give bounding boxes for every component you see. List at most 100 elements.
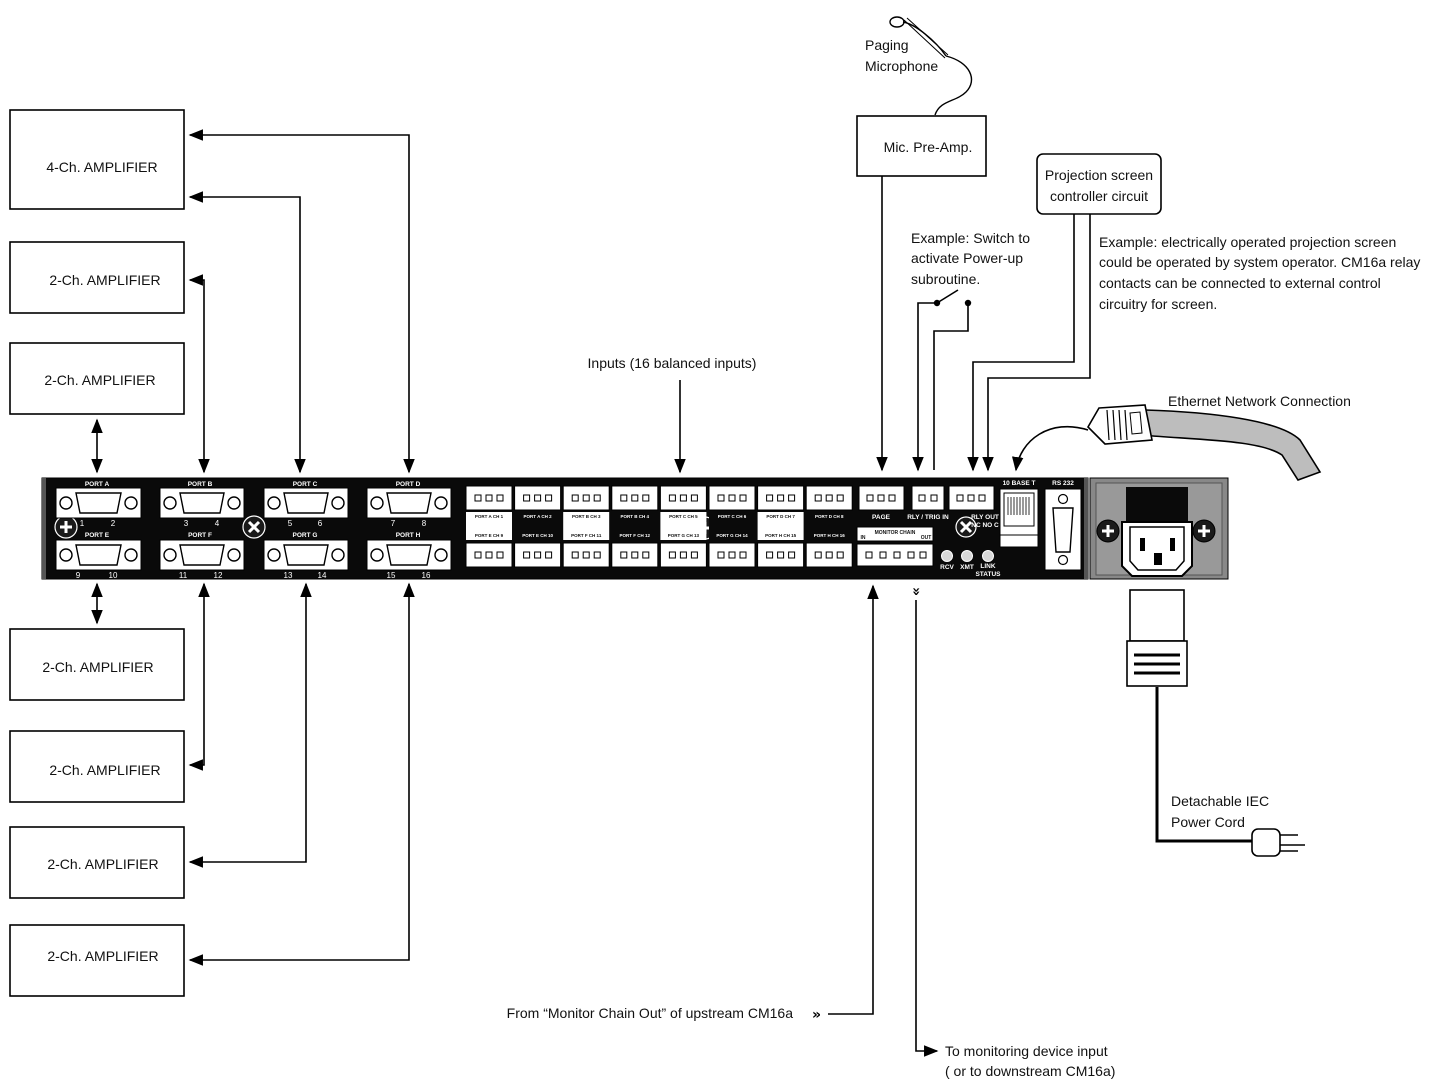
power-cord-label: Detachable IEC <box>1171 793 1269 809</box>
input-terminal-block: PORT H CH 15 <box>757 526 805 568</box>
port-e: PORT E 9 10 <box>55 532 142 580</box>
paging-microphone: Paging Microphone <box>865 16 973 116</box>
input-channel-label: PORT D CH 7 <box>766 514 795 519</box>
port-label: PORT F <box>188 532 212 539</box>
balanced-inputs: PORT A CH 1 PORT A CH 2 PORT B CH 3 PORT B … <box>465 485 853 568</box>
input-channel-label: PORT F CH 11 <box>571 533 602 538</box>
input-channel-label: PORT C CH 5 <box>669 514 698 519</box>
input-channel-label: PORT G CH 14 <box>716 533 748 538</box>
input-terminal-block: PORT A CH 2 <box>514 485 562 526</box>
projection-label: controller circuit <box>1050 188 1148 204</box>
input-terminal-block: PORT B CH 3 <box>562 485 610 526</box>
link-label: LINK <box>980 563 995 570</box>
input-channel-label: PORT D CH 8 <box>815 514 844 519</box>
rly-out-label: RLY OUT <box>971 514 999 521</box>
port-a: PORT A 1 2 <box>55 481 142 528</box>
mic-preamp: Mic. Pre-Amp. <box>856 115 987 472</box>
rly-out-pins-label: NC NO C <box>971 522 999 529</box>
pin-number: 5 <box>288 519 293 528</box>
relay-out-block: RLY OUT NC NO C <box>948 485 999 529</box>
pin-number: 12 <box>214 571 223 580</box>
monitor-out-note: ( or to downstream CM16a) <box>945 1063 1115 1079</box>
input-terminal-block: PORT E CH 9 <box>465 526 513 568</box>
projection-label: Projection screen <box>1045 167 1153 183</box>
projection-controller: Projection screen controller circuit <box>967 153 1162 472</box>
amplifier-2ch-h: 2-Ch. AMPLIFIER <box>9 924 185 997</box>
pin-number: 4 <box>215 519 220 528</box>
pin-number: 1 <box>80 519 85 528</box>
pin-number: 14 <box>318 571 327 580</box>
rs232-port: RS 232 <box>1044 480 1082 571</box>
input-channel-label: PORT F CH 12 <box>620 533 651 538</box>
rcv-label: RCV <box>940 564 954 571</box>
screw-icon <box>242 515 266 539</box>
input-channel-label: PORT B CH 4 <box>621 514 650 519</box>
input-terminal-block: PORT F CH 12 <box>611 526 659 568</box>
power-up-switch: Example: Switch to activate Power-up sub… <box>911 230 1030 472</box>
port-f: PORT F 11 12 <box>159 532 245 580</box>
monitor-chain-block: MONITOR CHAIN IN OUT <box>856 526 934 567</box>
power-inlet <box>1089 477 1229 580</box>
amplifier-2ch-g: 2-Ch. AMPLIFIER <box>9 826 185 899</box>
relay-note-line: Example: electrically operated projectio… <box>1099 234 1396 250</box>
input-terminal-block: PORT G CH 13 <box>659 526 707 568</box>
pin-number: 9 <box>76 571 81 580</box>
input-channel-label: PORT B CH 3 <box>572 514 601 519</box>
monitor-in-label: IN <box>861 535 866 541</box>
paging-mic-label: Paging <box>865 37 909 53</box>
rly-trig-in-label: RLY / TRIG IN <box>907 514 949 521</box>
ethernet-note: Ethernet Network Connection <box>1168 393 1351 409</box>
ethernet-cable <box>1012 404 1322 481</box>
input-terminal-block: PORT D CH 7 <box>757 485 805 526</box>
input-channel-label: PORT E CH 9 <box>475 533 504 538</box>
amplifier-2ch-b: 2-Ch. AMPLIFIER <box>9 241 185 314</box>
pin-number: 16 <box>422 571 431 580</box>
pin-number: 13 <box>284 571 293 580</box>
switch-note: activate Power-up <box>911 250 1023 266</box>
status-leds: RCV XMT LINK STATUS <box>940 550 1001 578</box>
amplifier-label: 2-Ch. AMPLIFIER <box>49 272 160 288</box>
pin-number: 11 <box>179 571 188 580</box>
input-channel-label: PORT A CH 1 <box>475 514 504 519</box>
monitor-chain-in: From “Monitor Chain Out” of upstream CM1… <box>507 584 879 1023</box>
port-g: PORT G 13 14 <box>263 532 349 580</box>
ethernet-jack: 10 BASE T <box>999 480 1039 548</box>
amplifier-2ch-e: 2-Ch. AMPLIFIER <box>9 628 185 701</box>
amplifier-2ch-f: 2-Ch. AMPLIFIER <box>9 730 185 803</box>
port-label: PORT E <box>85 532 110 539</box>
rs232-label: RS 232 <box>1052 480 1074 487</box>
amplifier-label: 2-Ch. AMPLIFIER <box>47 856 158 872</box>
switch-note: subroutine. <box>911 271 980 287</box>
input-terminal-block: PORT H CH 16 <box>805 526 853 568</box>
page-label: PAGE <box>872 514 891 521</box>
screw-icon <box>1096 519 1120 543</box>
chevron-down-icon: » <box>908 587 924 596</box>
ethernet-label: 10 BASE T <box>1003 480 1036 487</box>
monitor-in-note: From “Monitor Chain Out” of upstream CM1… <box>507 1005 794 1021</box>
input-channel-label: PORT E CH 10 <box>522 533 553 538</box>
inputs-label: Inputs (16 balanced inputs) <box>588 355 757 371</box>
input-terminal-block: PORT D CH 8 <box>805 485 853 526</box>
relay-note: Example: electrically operated projectio… <box>1099 234 1420 312</box>
amplifier-label: 2-Ch. AMPLIFIER <box>42 659 153 675</box>
input-terminal-block: PORT A CH 1 <box>465 485 513 526</box>
xmt-label: XMT <box>960 564 974 571</box>
pin-number: 7 <box>391 519 396 528</box>
switch-note: Example: Switch to <box>911 230 1030 246</box>
port-label: PORT C <box>293 481 318 488</box>
monitor-chain-label: MONITOR CHAIN <box>875 530 916 536</box>
relay-note-line: contacts can be connected to external co… <box>1099 275 1381 291</box>
inputs-callout: Inputs (16 balanced inputs) <box>588 355 757 474</box>
amplifier-label: 2-Ch. AMPLIFIER <box>47 948 158 964</box>
iec-power-cord <box>1126 589 1305 857</box>
cm16a-rear-panel: PORT A 1 2 PORT B 3 4 PORT C 5 6 <box>41 477 1089 580</box>
monitor-out-note: To monitoring device input <box>945 1043 1108 1059</box>
screw-icon <box>1192 519 1216 543</box>
chevron-right-icon: » <box>812 1007 821 1023</box>
port-label: PORT H <box>396 532 421 539</box>
screw-icon <box>54 515 78 539</box>
input-channel-label: PORT G CH 13 <box>668 533 700 538</box>
port-label: PORT B <box>188 481 213 488</box>
monitor-out-label: OUT <box>921 535 932 541</box>
